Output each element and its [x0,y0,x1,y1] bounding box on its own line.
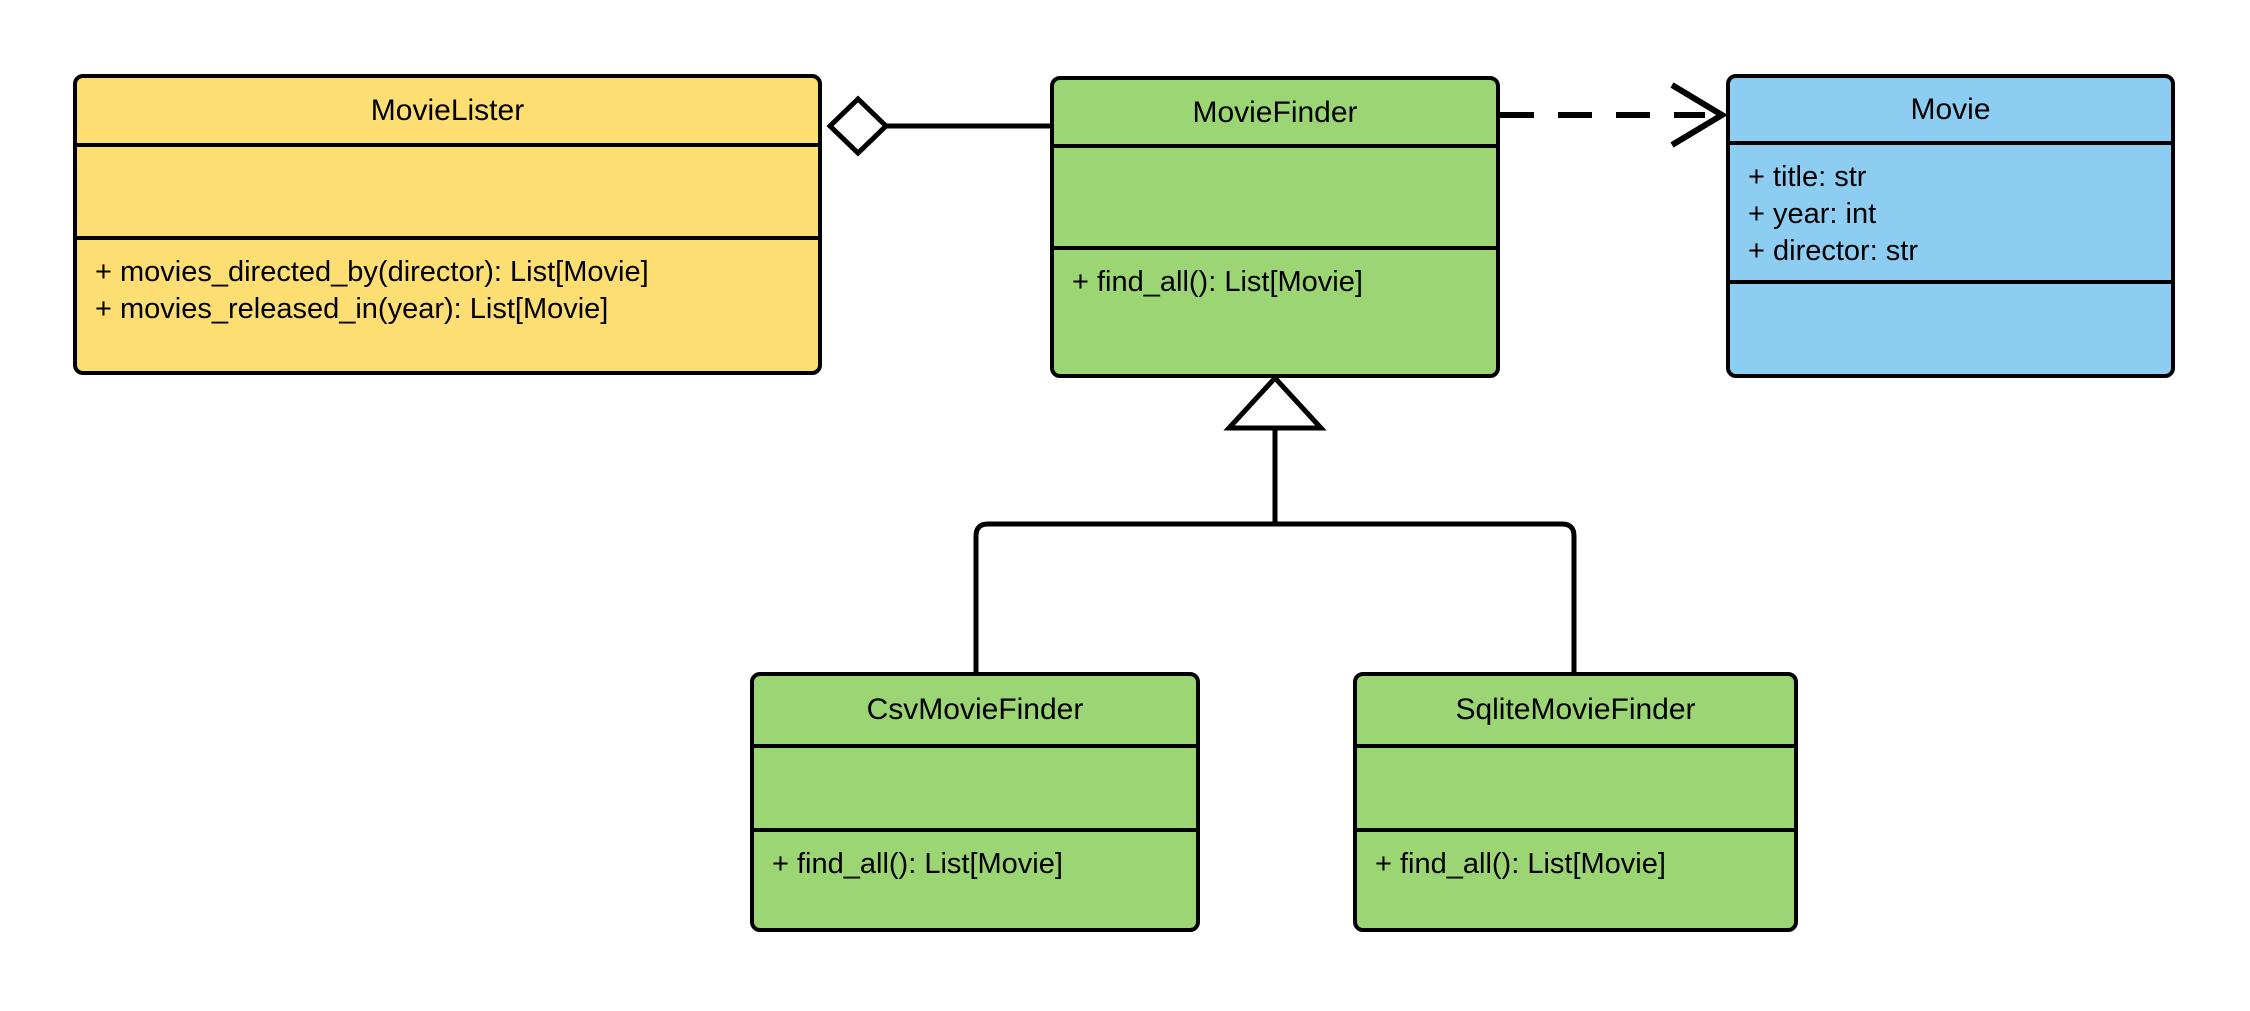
methods-compartment: + movies_directed_by(director): List[Mov… [77,236,818,371]
class-name-compartment: CsvMovieFinder [754,676,1196,744]
attributes-compartment [754,743,1196,829]
attribute-item: + director: str [1748,235,1919,268]
attribute-item: + year: int [1748,198,1877,231]
class-box-movie-lister[interactable]: MovieLister + movies_directed_by(directo… [73,74,822,375]
method-item: + movies_directed_by(director): List[Mov… [95,256,649,288]
class-box-csv-movie-finder[interactable]: CsvMovieFinder + find_all(): List[Movie] [750,672,1200,932]
class-name-compartment: Movie [1730,78,2171,141]
class-title: SqliteMovieFinder [1455,693,1696,727]
class-box-sqlite-movie-finder[interactable]: SqliteMovieFinder + find_all(): List[Mov… [1353,672,1798,932]
class-title: MovieLister [370,94,525,127]
class-title: Movie [1910,92,1991,126]
class-title: MovieFinder [1192,95,1358,129]
method-item: + find_all(): List[Movie] [1375,848,1666,881]
generalization-fork [973,521,1577,672]
class-title: CsvMovieFinder [866,693,1084,727]
relationship-dependency-finder-movie [1500,82,1728,148]
attributes-compartment [77,143,818,236]
class-box-movie[interactable]: Movie + title: str + year: int + directo… [1726,74,2175,378]
open-arrow-icon [1670,82,1728,148]
methods-compartment: + find_all(): List[Movie] [754,828,1196,928]
method-item: + find_all(): List[Movie] [1072,266,1363,298]
hollow-triangle-icon [1223,374,1327,431]
relationship-aggregation-lister-finder [826,95,1050,157]
class-name-compartment: MovieFinder [1054,80,1496,144]
class-name-compartment: MovieLister [77,78,818,143]
methods-compartment: + find_all(): List[Movie] [1357,828,1794,928]
attribute-item: + title: str [1748,160,1867,193]
attributes-compartment: + title: str + year: int + director: str [1730,140,2171,280]
method-item: + find_all(): List[Movie] [772,848,1063,881]
attributes-compartment [1357,743,1794,829]
class-name-compartment: SqliteMovieFinder [1357,676,1794,744]
attributes-compartment [1054,144,1496,246]
methods-compartment: + find_all(): List[Movie] [1054,246,1496,374]
class-box-movie-finder[interactable]: MovieFinder + find_all(): List[Movie] [1050,76,1500,378]
method-item: + movies_released_in(year): List[Movie] [95,293,609,326]
methods-compartment [1730,280,2171,374]
relationship-generalization-tree [973,374,1577,672]
hollow-diamond-icon [826,95,890,157]
